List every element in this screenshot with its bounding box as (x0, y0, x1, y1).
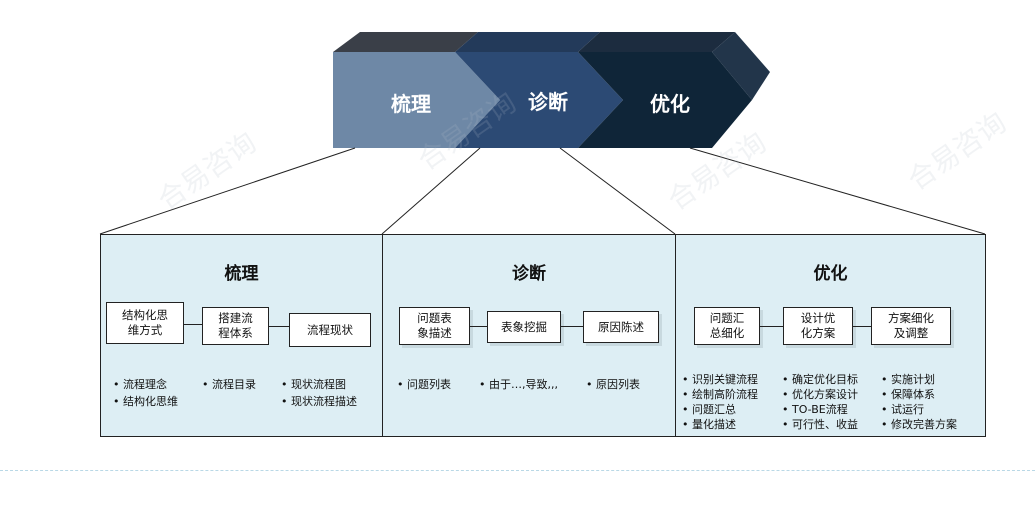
funnel-line (689, 147, 986, 235)
bullet-item: 识别关键流程 (682, 373, 758, 386)
bullet-item: 试运行 (881, 403, 924, 416)
panel-organize: 梳理 结构化思 维方式 搭建流 程体系 流程现状 流程理念 结构化思维 流程目录… (100, 234, 383, 437)
step-connector (269, 326, 289, 327)
step-box: 表象挖掘 (487, 311, 561, 343)
bullet-item: 现状流程图 (281, 378, 346, 391)
chevron-2 (455, 52, 623, 148)
bullet-item: 保障体系 (881, 388, 935, 401)
funnel-line (99, 147, 356, 235)
bullet-item: 问题列表 (397, 378, 451, 391)
bullet-item: 确定优化目标 (782, 373, 858, 386)
step-box: 搭建流 程体系 (202, 307, 269, 345)
bullet-item: 可行性、收益 (782, 418, 858, 431)
step-box: 设计优 化方案 (783, 307, 853, 345)
bullet-item: 优化方案设计 (782, 388, 858, 401)
bullet-item: 问题汇总 (682, 403, 736, 416)
bullet-item: 由于…,导致,,, (479, 378, 558, 391)
chevron-1-label: 梳理 (391, 92, 431, 116)
bullet-item: 修改完善方案 (881, 418, 957, 431)
bullet-item: 量化描述 (682, 418, 736, 431)
chevron-1-top (333, 32, 478, 52)
funnel-line (381, 147, 481, 235)
step-connector (470, 326, 487, 327)
bullet-item: 现状流程描述 (281, 395, 357, 408)
step-connector (760, 326, 783, 327)
step-box: 方案细化 及调整 (871, 307, 951, 345)
step-box: 问题汇 总细化 (694, 307, 760, 345)
bullet-item: 流程理念 (113, 378, 167, 391)
chevron-3-label: 优化 (650, 92, 690, 116)
step-connector (561, 326, 583, 327)
step-box: 结构化思 维方式 (106, 302, 184, 344)
chevron-1 (333, 52, 500, 148)
footer-divider (0, 470, 1035, 471)
step-box: 流程现状 (289, 313, 371, 347)
chevron-3 (578, 52, 752, 148)
step-connector (853, 326, 871, 327)
chevron-3-top (578, 32, 735, 52)
panel-optimize: 优化 问题汇 总细化 设计优 化方案 方案细化 及调整 识别关键流程 绘制高阶流… (675, 234, 986, 437)
funnel-line (559, 147, 676, 235)
chevron-2-top (455, 32, 600, 52)
bullet-item: 实施计划 (881, 373, 935, 386)
chevron-2-label: 诊断 (528, 90, 568, 114)
bullet-item: 流程目录 (202, 378, 256, 391)
panel-title: 优化 (813, 264, 848, 284)
step-box: 问题表 象描述 (399, 307, 470, 345)
bullet-item: 结构化思维 (113, 395, 178, 408)
bullet-item: 绘制高阶流程 (682, 388, 758, 401)
bullet-item: 原因列表 (586, 378, 640, 391)
panel-title: 梳理 (224, 264, 259, 284)
chevron-banner (99, 32, 986, 235)
panel-diagnose: 诊断 问题表 象描述 表象挖掘 原因陈述 问题列表 由于…,导致,,, 原因列表 (382, 234, 676, 437)
panel-title: 诊断 (512, 264, 546, 284)
chevron-3-side (712, 32, 770, 100)
bullet-item: TO-BE流程 (782, 403, 848, 416)
step-connector (184, 324, 202, 325)
step-box: 原因陈述 (583, 311, 659, 343)
